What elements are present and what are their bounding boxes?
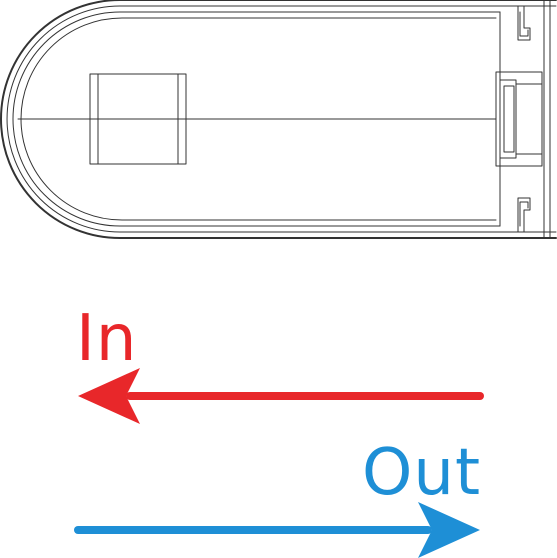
- device-outer-shell: [0, 0, 557, 239]
- in-arrow: [78, 368, 484, 424]
- in-label: In: [76, 302, 138, 376]
- device-outline: [0, 0, 557, 239]
- device-window: [89, 73, 187, 165]
- arrow-left-icon: [78, 368, 140, 424]
- device-top-clip: [517, 5, 531, 41]
- device-bottom-clip: [517, 197, 531, 233]
- out-label: Out: [362, 436, 482, 510]
- device-connector-outer: [495, 71, 543, 167]
- device-bottom-clip-inner: [519, 201, 529, 227]
- device-inner-shell: [6, 5, 557, 233]
- device-inner-wall: [12, 11, 501, 227]
- device-connector-inner: [499, 79, 517, 159]
- out-arrow: [74, 502, 480, 558]
- arrow-right-icon: [418, 502, 480, 558]
- device-top-clip-inner: [519, 11, 529, 37]
- device-connector-tab: [503, 85, 515, 153]
